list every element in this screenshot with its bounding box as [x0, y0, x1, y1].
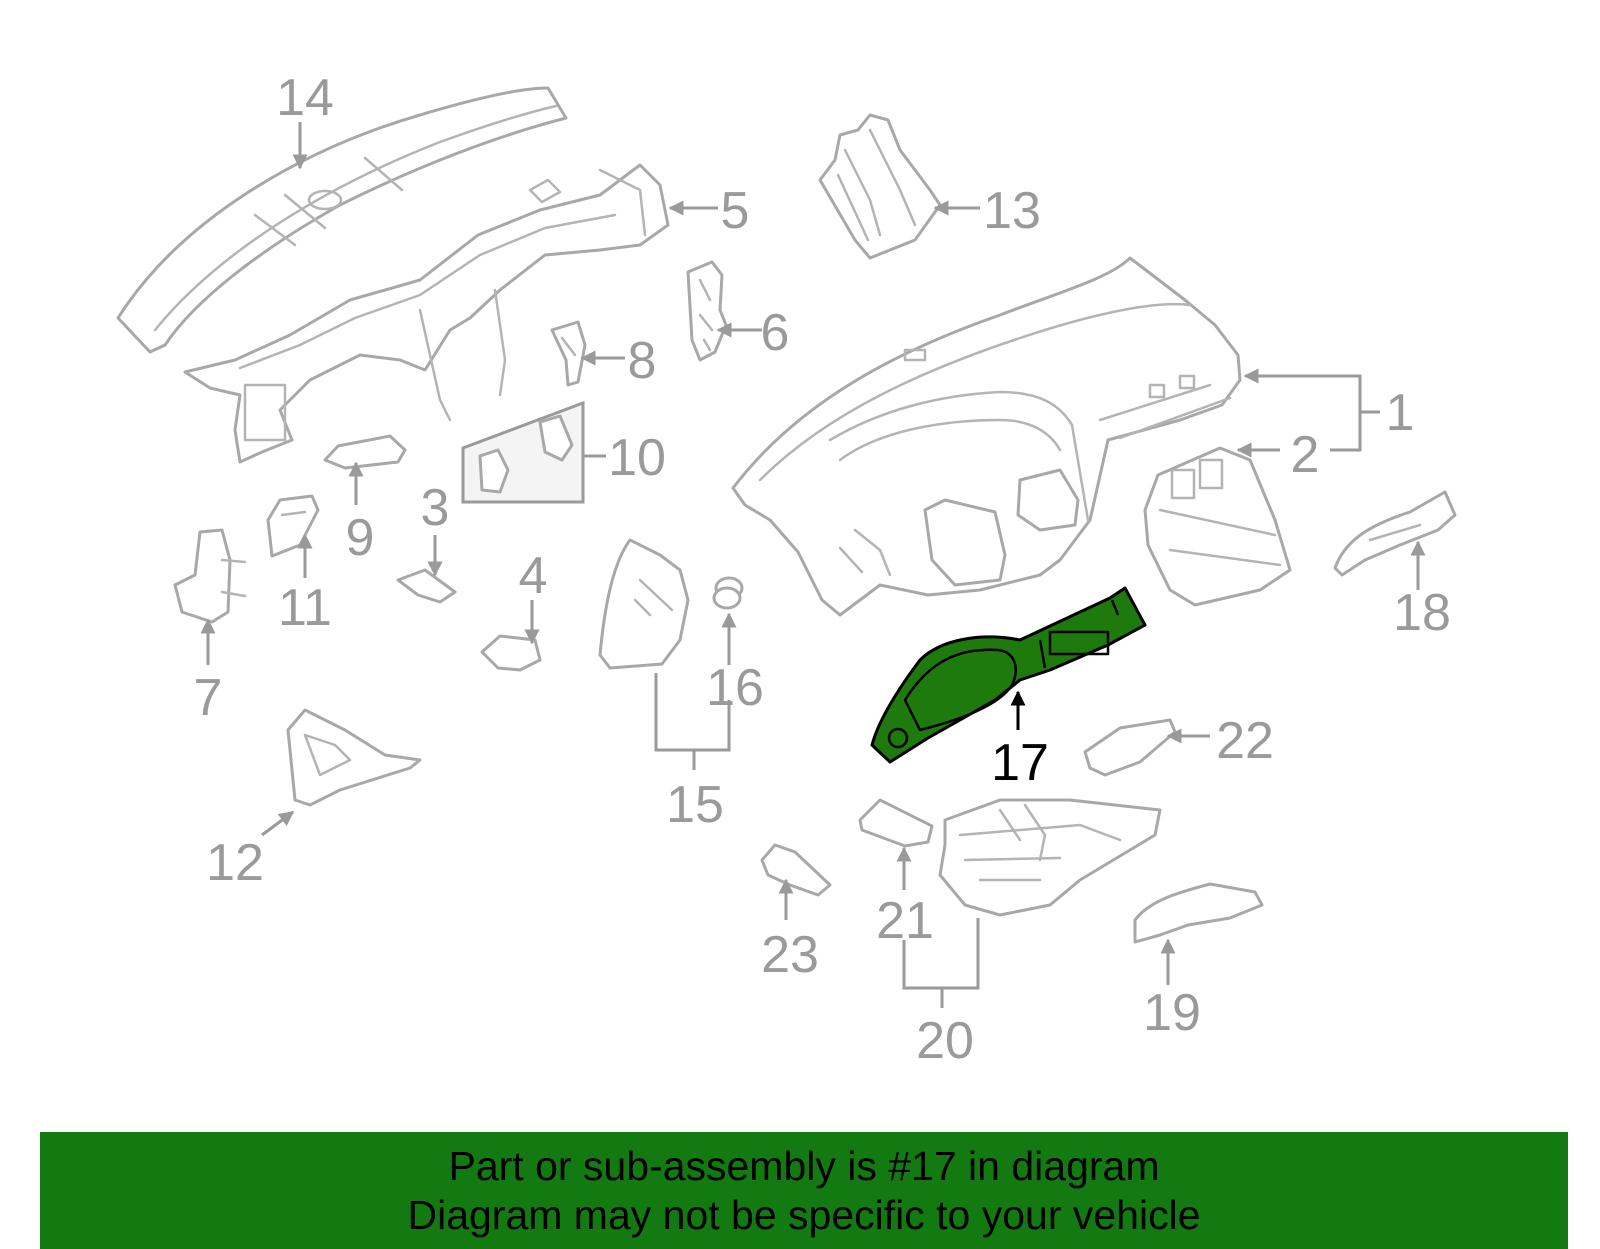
part-12-support-bracket[interactable] — [286, 708, 422, 807]
part-23-bracket[interactable] — [760, 843, 832, 897]
part-8-bracket[interactable] — [550, 320, 587, 387]
callout-12: 12 — [206, 834, 264, 892]
part-1-instrument-panel[interactable] — [731, 256, 1242, 617]
part-16-cap[interactable] — [712, 576, 744, 610]
callout-21: 21 — [876, 892, 934, 950]
part-13-bracket[interactable] — [818, 113, 942, 260]
part-6-bracket[interactable] — [686, 260, 728, 362]
callout-4: 4 — [519, 547, 548, 605]
callout-6: 6 — [761, 304, 790, 362]
callout-18: 18 — [1393, 584, 1451, 642]
callout-13: 13 — [983, 182, 1041, 240]
callout-16: 16 — [706, 659, 764, 717]
part-5-cross-car-beam[interactable] — [183, 163, 670, 464]
part-4-clip[interactable] — [480, 634, 542, 672]
part-17-highlighted-panel[interactable] — [870, 586, 1147, 764]
callout-17-highlighted: 17 — [991, 734, 1049, 792]
banner-line-disclaimer: Diagram may not be specific to your vehi… — [407, 1191, 1201, 1238]
part-7-bracket[interactable] — [173, 528, 247, 624]
leader-lines — [200, 122, 1426, 1008]
part-10-bracket-kit[interactable] — [461, 400, 585, 504]
callout-9: 9 — [346, 509, 375, 567]
part-3-clip[interactable] — [396, 568, 457, 604]
callout-2: 2 — [1291, 426, 1320, 484]
callout-15: 15 — [666, 776, 724, 834]
callout-labels: 14 5 13 6 8 10 9 3 11 4 7 12 16 15 1 2 1… — [194, 69, 1451, 1070]
callout-23: 23 — [761, 926, 819, 984]
callout-14: 14 — [276, 69, 334, 127]
part-19-cover[interactable] — [1133, 882, 1264, 944]
part-15-side-cover[interactable] — [598, 538, 690, 670]
callout-3: 3 — [421, 479, 450, 537]
callout-19: 19 — [1143, 984, 1201, 1042]
callout-20: 20 — [916, 1012, 974, 1070]
parts-diagram: 14 5 13 6 8 10 9 3 11 4 7 12 16 15 1 2 1… — [116, 69, 1457, 1070]
part-2-center-vent[interactable] — [1143, 446, 1292, 607]
info-banner: Part or sub-assembly is #17 in diagram D… — [40, 1132, 1568, 1249]
part-18-switch-panel[interactable] — [1333, 490, 1457, 577]
part-14-defroster-panel[interactable] — [116, 86, 568, 354]
callout-5: 5 — [721, 182, 750, 240]
part-22-trim-strip[interactable] — [1083, 718, 1177, 777]
callout-11: 11 — [278, 579, 332, 637]
part-21-cover[interactable] — [858, 798, 934, 848]
callout-22: 22 — [1216, 712, 1274, 770]
part-20-glove-box[interactable] — [938, 798, 1162, 917]
callout-10: 10 — [608, 429, 666, 487]
part-9-trim-piece[interactable] — [323, 434, 407, 470]
part-11-bracket[interactable] — [266, 494, 320, 558]
callout-1: 1 — [1386, 384, 1415, 442]
banner-line-part-number: Part or sub-assembly is #17 in diagram — [448, 1142, 1160, 1189]
callout-8: 8 — [628, 332, 657, 390]
callout-7: 7 — [194, 669, 223, 727]
